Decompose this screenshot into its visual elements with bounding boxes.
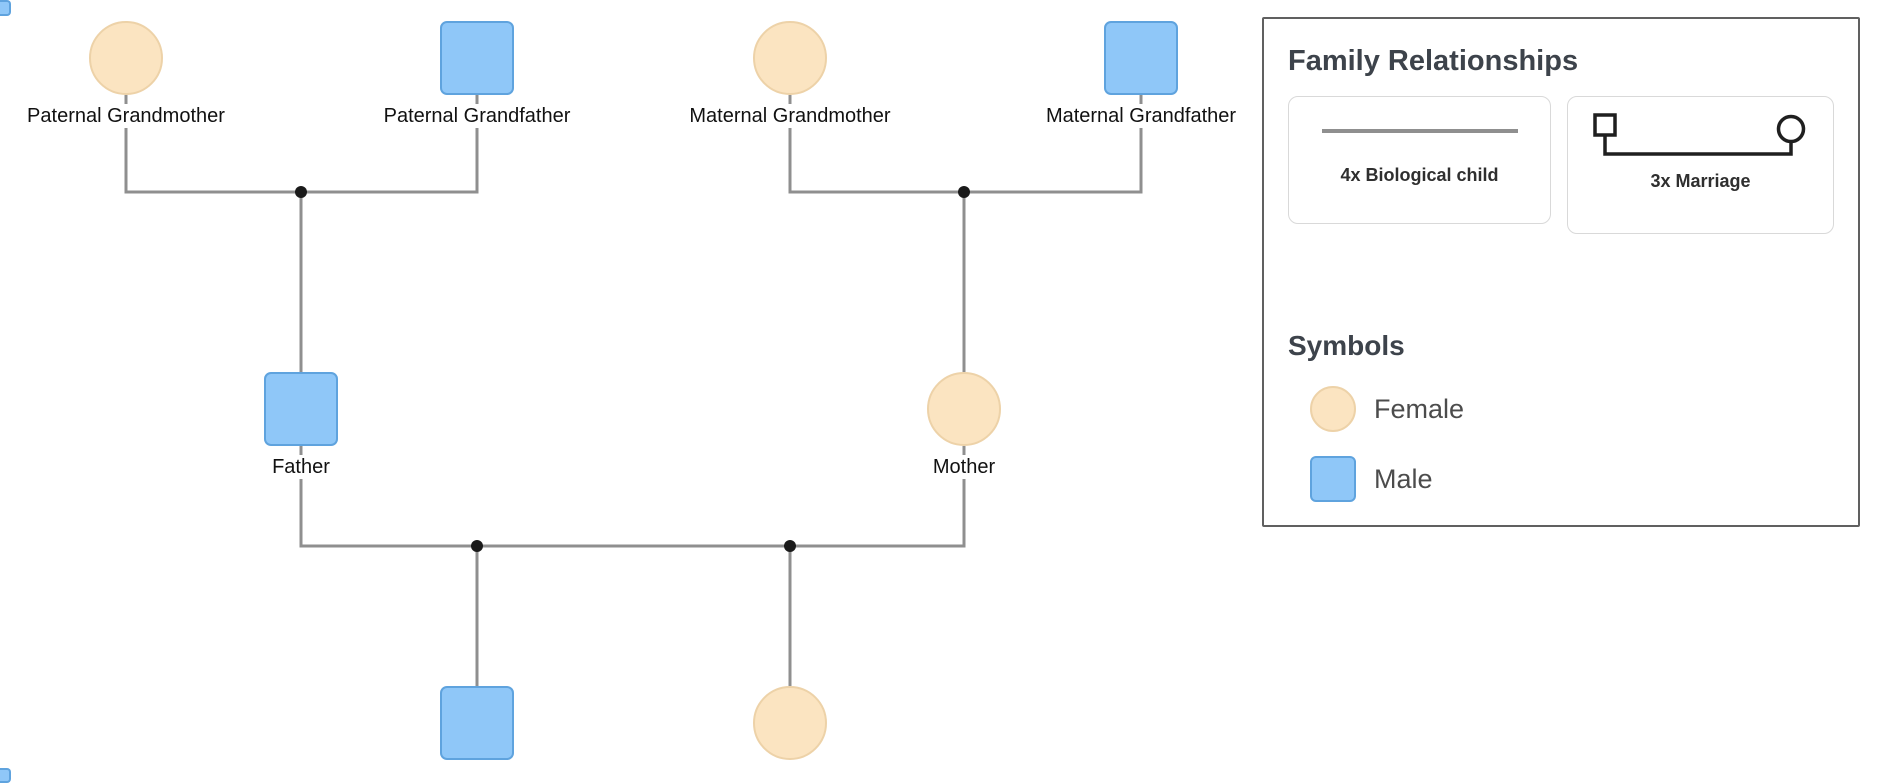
person-label-mother: Mother [804,455,1124,479]
marriage-edge [299,446,966,548]
person-label-paternal-grandfather: Paternal Grandfather [317,104,637,128]
child-junction-dot [471,540,483,552]
person-node-maternal-grandfather[interactable] [1104,21,1178,95]
legend-title: Family Relationships [1288,45,1579,77]
marriage-line-icon [1592,113,1805,156]
person-label-maternal-grandfather: Maternal Grandfather [981,104,1301,128]
person-node-child-1[interactable] [440,686,514,760]
symbols-title: Symbols [1288,330,1405,361]
clipped-node-fragment [0,768,11,783]
male-symbol-label: Male [1374,463,1433,494]
marriage-count-label: 3x Marriage [1650,171,1751,191]
person-node-paternal-grandmother[interactable] [89,21,163,95]
female-symbol-label: Female [1374,393,1465,424]
biological-child-line-icon [1321,129,1518,133]
person-label-paternal-grandmother: Paternal Grandmother [0,104,286,128]
clipped-node-fragment [0,0,11,16]
biological-child-count-label: 4x Biological child [1340,165,1499,185]
person-label-father: Father [141,455,461,479]
child-junction-dot [958,186,970,198]
male-square-icon [1310,456,1356,502]
relationship-legend-cards: 4x Biological child 3x Marriage [1288,96,1834,234]
child-junction-dot [784,540,796,552]
child-junction-dot [295,186,307,198]
legend-panel: Family Relationships 4x Biological child… [1262,17,1860,527]
female-circle-icon [1310,386,1356,432]
person-node-paternal-grandfather[interactable] [440,21,514,95]
legend-card-marriage: 3x Marriage [1567,96,1834,234]
legend-card-biological-child: 4x Biological child [1288,96,1552,224]
person-node-maternal-grandmother[interactable] [753,21,827,95]
person-node-child-2[interactable] [753,686,827,760]
person-label-maternal-grandmother: Maternal Grandmother [630,104,950,128]
person-node-father[interactable] [264,372,338,446]
person-node-mother[interactable] [927,372,1001,446]
symbol-row-female: Female [1310,386,1834,432]
symbol-row-male: Male [1310,456,1834,502]
